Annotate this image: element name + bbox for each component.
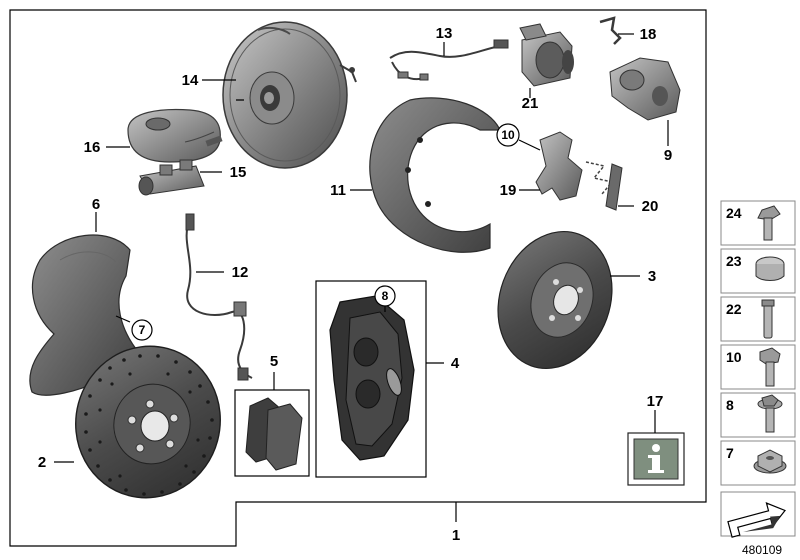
callout-10: 10 [501,128,515,142]
callout-8: 8 [382,289,389,303]
callout-9: 9 [664,147,672,164]
side-label-10: 10 [726,349,742,365]
rear-caliper-part [609,57,681,121]
callout-10-circle [496,123,520,147]
callout-13: 13 [436,25,453,42]
caliper-carrier-part [535,131,583,201]
callout-2: 2 [38,454,46,471]
callout-19: 19 [500,182,517,199]
side-panel-row-8 [720,392,796,438]
callout-16: 16 [84,139,101,156]
side-label-23: 23 [726,253,742,269]
callout-6: 6 [92,196,100,213]
front-dust-shield-part [29,234,141,396]
rear-brake-disc-part [497,230,613,370]
brake-pads-part [245,397,303,471]
callout-12: 12 [232,264,249,281]
master-cylinder-part [138,159,205,196]
callout-7-circle [131,319,153,341]
wear-sensor-rear-part [389,39,509,81]
side-panel-row-10 [720,344,796,390]
caliper-bracket-clip-part [599,16,622,45]
side-panel-row-24 [720,200,796,246]
side-panel: 24 23 22 10 8 [720,200,796,538]
side-label-8: 8 [726,397,734,413]
brake-booster-part [222,21,357,169]
front-brake-disc-part [75,345,221,499]
hex-nut-icon [753,449,787,474]
callout-11: 11 [330,182,346,199]
callout-8-circle [374,285,396,307]
collar-bolt-icon [757,394,783,433]
callout-15: 15 [230,164,247,181]
callout-18: 18 [640,26,657,43]
cap-plug-icon [755,256,785,281]
flange-bolt-icon [757,205,781,241]
info-notice-part [627,432,685,486]
wear-sensor-front-part [185,213,253,381]
callout-1: 1 [452,527,460,544]
callout-21: 21 [522,95,539,112]
parking-brake-motor-part [519,23,574,87]
rear-dust-shield-part [369,97,501,253]
guide-pin-icon [761,299,775,339]
front-caliper-box [315,280,427,478]
side-panel-row-22 [720,296,796,342]
callout-17: 17 [647,393,664,410]
main-frame [9,9,707,547]
side-label-24: 24 [726,205,742,221]
callout-5: 5 [270,353,278,370]
brake-pads-box [234,389,310,477]
side-label-22: 22 [726,301,742,317]
callout-14: 14 [182,72,199,89]
callout-20: 20 [642,198,659,215]
hex-bolt-icon [759,347,781,387]
anti-rattle-spring-part [585,161,623,211]
callout-7: 7 [139,323,146,337]
brake-fluid-reservoir-part [127,108,223,163]
front-caliper-part [329,295,415,461]
callout-4: 4 [451,355,460,372]
diagram-id: 480109 [742,543,782,557]
arrow-right-icon [727,502,786,538]
side-label-7: 7 [726,445,734,461]
callout-3: 3 [648,268,656,285]
